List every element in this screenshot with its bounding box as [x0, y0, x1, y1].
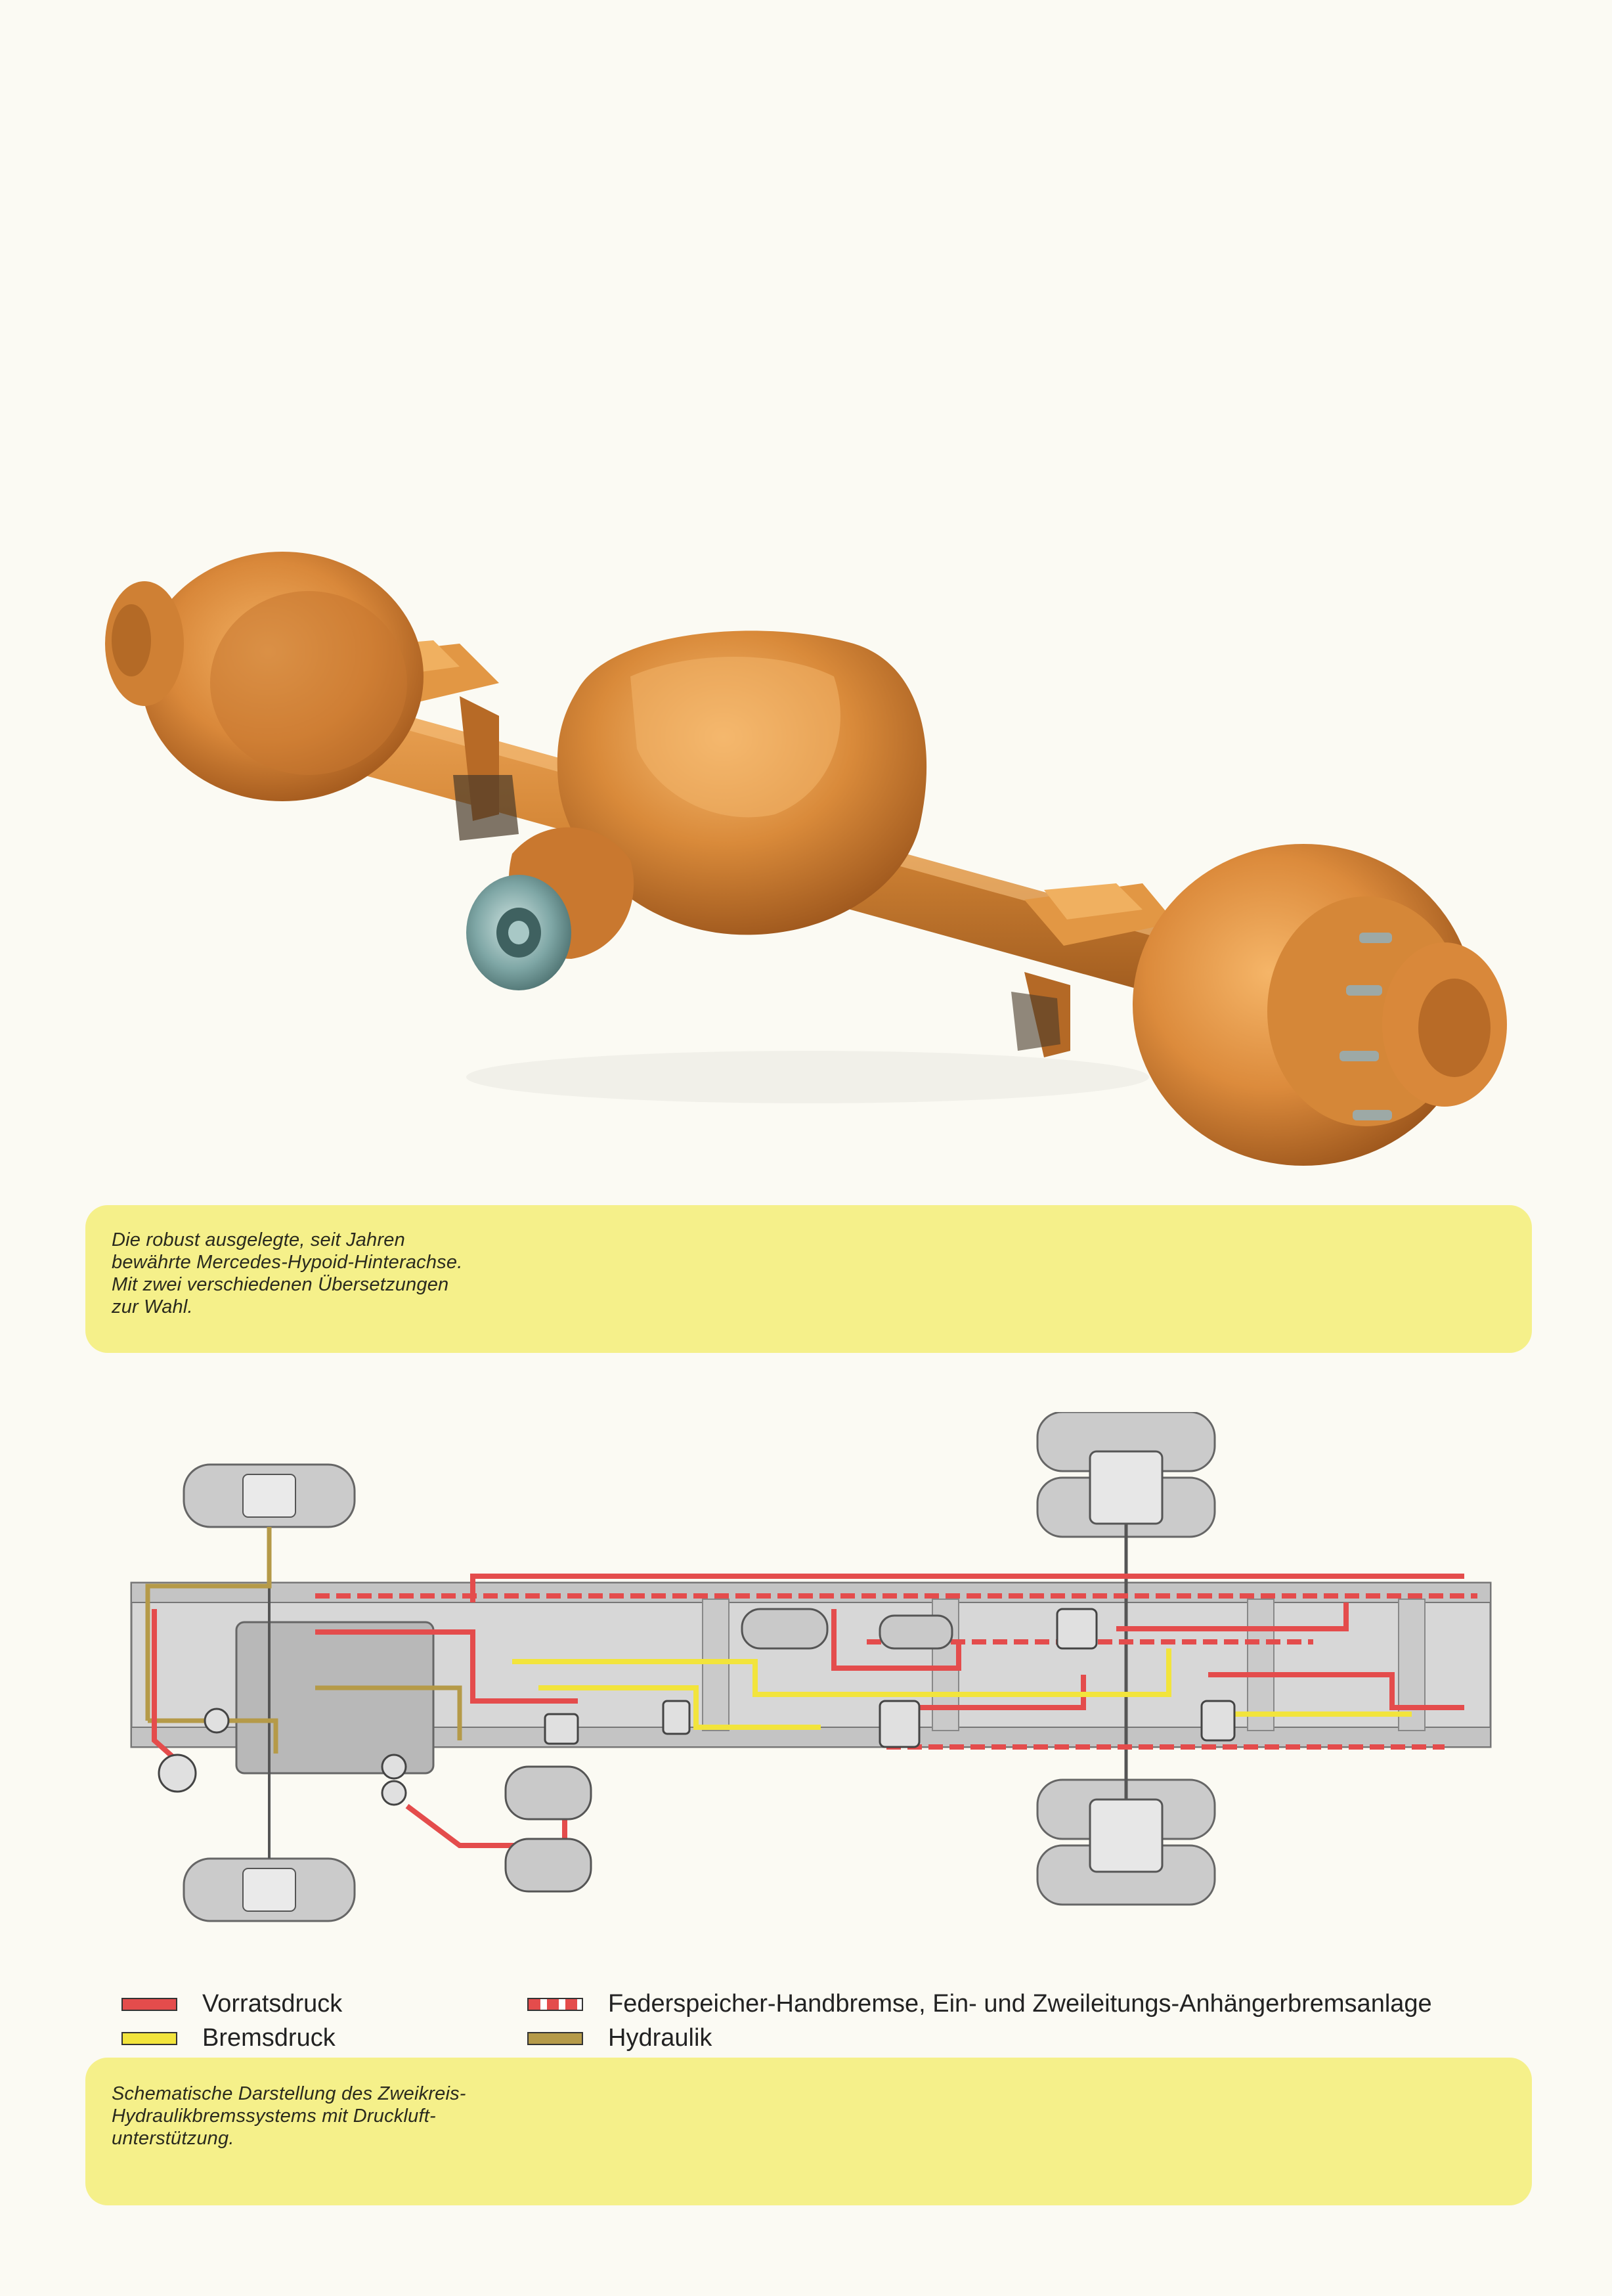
legend-vorratsdruck: Vorratsdruck	[121, 1990, 342, 2018]
legend-label: Hydraulik	[608, 2024, 712, 2052]
legend-label: Bremsdruck	[202, 2024, 336, 2052]
schematic-caption-line-2: Hydraulikbremssystems mit Druckluft-	[112, 2106, 436, 2127]
air-tanks	[504, 1608, 953, 1893]
schematic-caption-box: Schematische Darstellung des Zweikreis- …	[85, 2058, 1532, 2205]
legend-swatch-brown	[527, 2031, 583, 2045]
legend-swatch-dashed	[527, 1997, 583, 2011]
front-left-wheel	[183, 1463, 356, 1528]
rear-right-wheels	[1036, 1778, 1216, 1906]
legend-swatch-yellow	[121, 2031, 177, 2045]
axle-caption-line-1: Die robust ausgelegte, seit Jahren	[112, 1229, 405, 1250]
rear-left-wheels	[1036, 1412, 1216, 1538]
rear-axle-photo	[105, 552, 1507, 1166]
axle-caption-box: Die robust ausgelegte, seit Jahren bewäh…	[85, 1205, 1532, 1353]
legend-label: Vorratsdruck	[202, 1990, 343, 2018]
axle-caption-line-2: bewährte Mercedes-Hypoid-Hinterachse.	[112, 1252, 463, 1273]
front-right-wheel	[183, 1857, 356, 1922]
legend-federspeicher: Federspeicher-Handbremse, Ein- und Zweil…	[527, 1990, 1432, 2018]
engine-block	[235, 1621, 435, 1775]
schematic-caption-line-3: unterstützung.	[112, 2128, 234, 2149]
brake-schematic	[130, 1412, 1492, 1922]
legend-bremsdruck: Bremsdruck	[121, 2024, 336, 2052]
legend-swatch-red	[121, 1997, 177, 2011]
legend-hydraulik: Hydraulik	[527, 2024, 712, 2052]
schematic-caption-line-1: Schematische Darstellung des Zweikreis-	[112, 2083, 466, 2104]
axle-caption-line-4: zur Wahl.	[112, 1296, 193, 1317]
legend-label: Federspeicher-Handbremse, Ein- und Zweil…	[608, 1990, 1432, 2018]
axle-caption-line-3: Mit zwei verschiedenen Übersetzungen	[112, 1274, 449, 1295]
